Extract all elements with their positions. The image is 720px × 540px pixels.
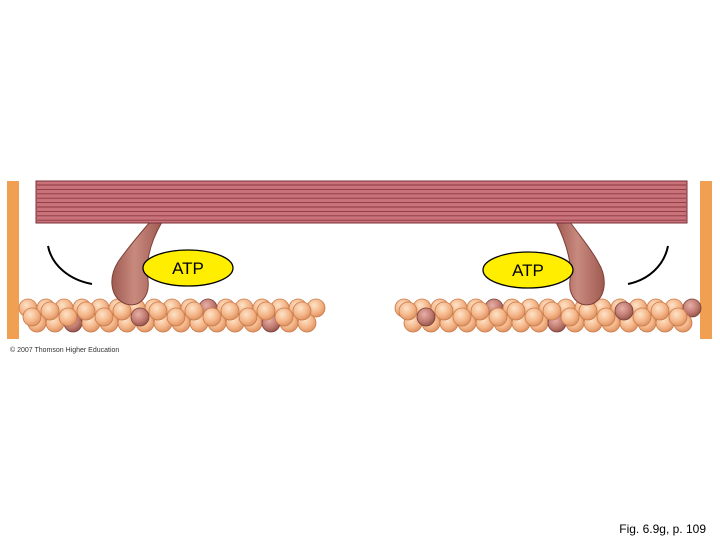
copyright-notice: © 2007 Thomson Higher Education	[10, 347, 120, 354]
actin-bead	[238, 307, 258, 327]
z-line-left	[7, 181, 19, 339]
figure-caption: Fig. 6.9g, p. 109	[619, 522, 706, 536]
actin-bead	[292, 301, 312, 321]
actin-bead	[76, 301, 96, 321]
actin-bead	[148, 301, 168, 321]
z-line-right	[700, 181, 712, 339]
actin-bead	[58, 307, 78, 327]
actin-bead	[614, 301, 634, 321]
actin-bead	[470, 301, 490, 321]
actin-bead	[596, 307, 616, 327]
actin-filament-left	[18, 298, 326, 333]
actin-bead	[220, 301, 240, 321]
actin-bead	[40, 301, 60, 321]
actin-bead	[202, 307, 222, 327]
atp-molecule-left: ATP	[142, 249, 234, 287]
actin-filament-right	[394, 298, 702, 333]
power-stroke-arrow-right	[627, 245, 669, 285]
actin-bead	[166, 307, 186, 327]
myosin-head-right	[555, 221, 605, 306]
atp-label-right: ATP	[512, 261, 544, 280]
actin-bead	[632, 307, 652, 327]
actin-bead	[488, 307, 508, 327]
actin-bead	[22, 307, 42, 327]
actin-bead	[506, 301, 526, 321]
actin-bead	[274, 307, 294, 327]
atp-molecule-right: ATP	[482, 251, 574, 289]
actin-bead	[94, 307, 114, 327]
actin-bead	[452, 307, 472, 327]
atp-label-left: ATP	[172, 259, 204, 278]
power-stroke-arrow-left	[47, 245, 93, 285]
actin-bead	[416, 307, 436, 327]
actin-bead	[130, 307, 150, 327]
actin-bead	[650, 301, 670, 321]
actin-bead	[682, 298, 702, 318]
actin-bead	[398, 301, 418, 321]
actin-bead	[256, 301, 276, 321]
actin-bead	[434, 301, 454, 321]
actin-bead	[668, 307, 688, 327]
actin-bead	[542, 301, 562, 321]
actin-bead	[184, 301, 204, 321]
actin-bead	[560, 307, 580, 327]
myosin-thick-filament	[35, 180, 688, 224]
actin-bead	[524, 307, 544, 327]
